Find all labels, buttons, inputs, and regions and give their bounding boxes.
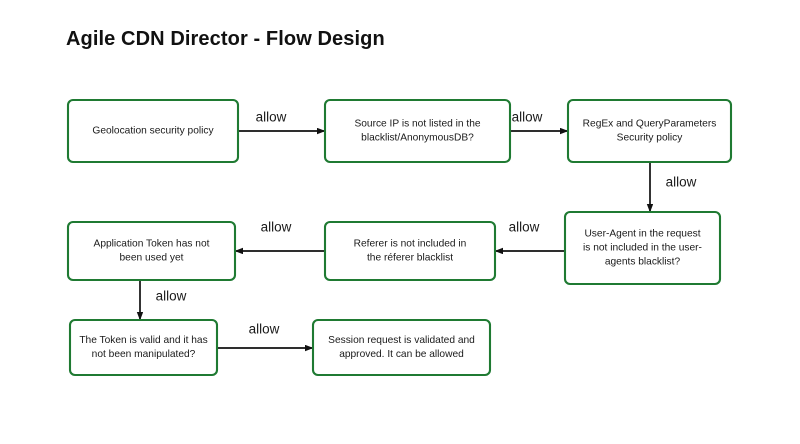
- edge-label: allow: [249, 322, 280, 337]
- flow-edge: allow: [234, 220, 325, 255]
- flow-node-user-agent[interactable]: User-Agent in the request is not included…: [563, 210, 722, 286]
- edge-label: allow: [509, 220, 540, 235]
- flow-edge: allow: [494, 220, 565, 255]
- node-label-line: Security policy: [617, 133, 684, 144]
- flow-node-geolocation[interactable]: Geolocation security policy: [66, 98, 240, 164]
- node-label-line: Referer is not included in: [354, 239, 467, 250]
- edge-label: allow: [156, 289, 187, 304]
- node-label-line: User-Agent in the request: [584, 229, 700, 240]
- flow-node-source-ip[interactable]: Source IP is not listed in the blacklist/…: [323, 98, 512, 164]
- node-box[interactable]: [66, 98, 240, 164]
- node-label-line: Source IP is not listed in the: [354, 119, 480, 130]
- flow-edge: allow: [217, 322, 314, 352]
- node-label-line: blacklist/AnonymousDB?: [361, 133, 474, 144]
- flow-edge: allow: [238, 110, 326, 135]
- node-box[interactable]: [566, 98, 733, 164]
- node-label-line: Geolocation security policy: [92, 126, 214, 137]
- flow-node-application-token[interactable]: Application Token has not been used yet: [66, 220, 237, 282]
- nodes-layer: Geolocation security policy Source IP is …: [66, 98, 733, 377]
- flow-node-token-valid[interactable]: The Token is valid and it has not been ma…: [68, 318, 219, 377]
- flow-node-session-approved[interactable]: Session request is validated and approved…: [311, 318, 492, 377]
- node-label-line: RegEx and QueryParameters: [583, 119, 717, 130]
- flow-edge: allow: [136, 280, 187, 321]
- node-box[interactable]: [563, 210, 722, 286]
- node-label-line: agents blacklist?: [605, 257, 681, 268]
- edge-label: allow: [666, 175, 697, 190]
- node-label-line: the réferer blacklist: [367, 253, 453, 264]
- edge-label: allow: [512, 110, 543, 125]
- flow-node-referer[interactable]: Referer is not included in the réferer bl…: [323, 220, 497, 282]
- node-label-line: approved. It can be allowed: [339, 349, 464, 360]
- node-box[interactable]: [323, 98, 512, 164]
- edge-label: allow: [261, 220, 292, 235]
- edge-label: allow: [256, 110, 287, 125]
- node-box[interactable]: [311, 318, 492, 377]
- node-label-line: Session request is validated and: [328, 335, 475, 346]
- node-label-line: been used yet: [119, 253, 183, 264]
- edges-layer: allow allow allow allow allow allow allow: [136, 110, 697, 352]
- node-label-line: is not included in the user-: [583, 243, 702, 254]
- node-label-line: Application Token has not: [94, 239, 210, 250]
- flow-edge: allow: [510, 110, 569, 135]
- node-box[interactable]: [66, 220, 237, 282]
- page-title: Agile CDN Director - Flow Design: [66, 28, 385, 50]
- node-label-line: not been manipulated?: [92, 349, 196, 360]
- flow-edge: allow: [646, 162, 697, 213]
- node-label-line: The Token is valid and it has: [79, 335, 207, 346]
- node-box[interactable]: [323, 220, 497, 282]
- node-box[interactable]: [68, 318, 219, 377]
